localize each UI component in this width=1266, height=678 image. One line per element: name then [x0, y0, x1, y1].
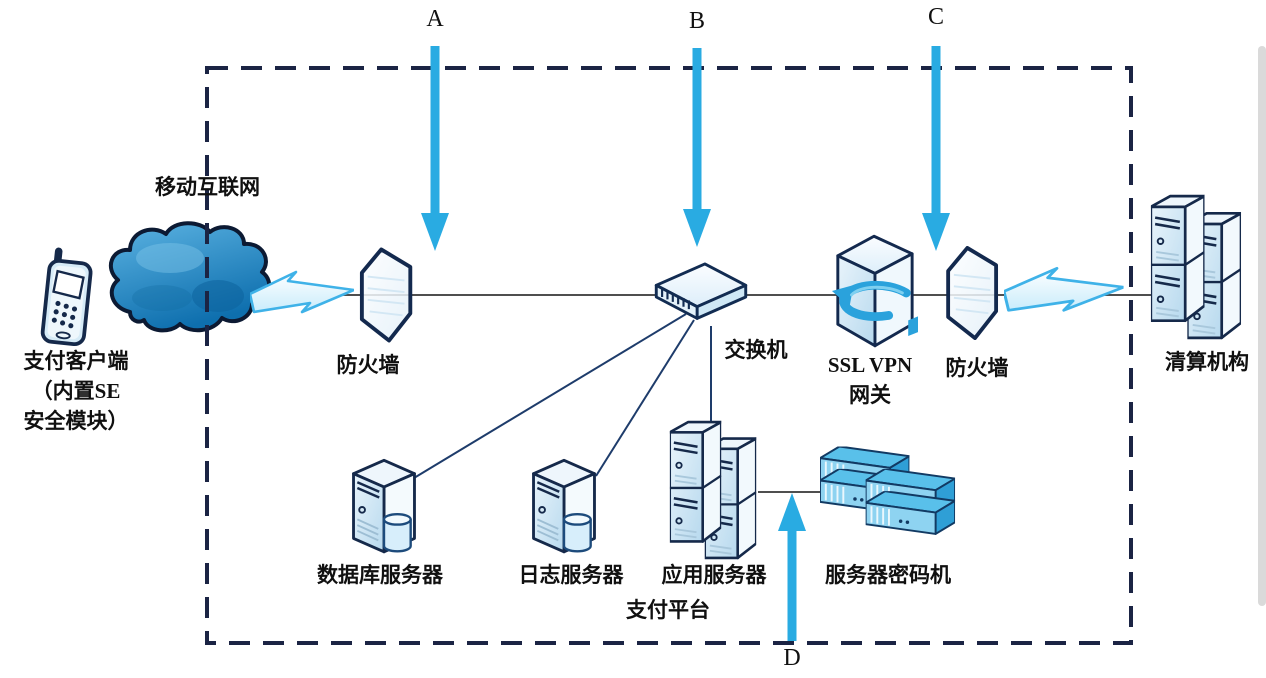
- marker-c: C: [927, 4, 944, 30]
- firewall-left-icon: [358, 247, 420, 343]
- cloud-icon: [108, 221, 272, 333]
- firewall-right-label: 防火墙: [945, 356, 1009, 380]
- application-server-icon: [668, 420, 760, 560]
- right-edge-strip: [1258, 46, 1266, 606]
- marker-a: A: [426, 6, 444, 32]
- log-server-label: 日志服务器: [518, 563, 624, 587]
- clearing-house-label: 清算机构: [1165, 350, 1249, 374]
- ssl-vpn-gateway-icon: [830, 230, 918, 352]
- database-server-icon: [344, 456, 424, 558]
- flow-arrow-a: [421, 46, 449, 251]
- ssl-vpn-gateway-label: SSL VPN 网关: [827, 353, 913, 407]
- switch-label: 交换机: [724, 338, 788, 362]
- cipher-machine-icon: [820, 442, 956, 552]
- clearing-house-servers-icon: [1150, 194, 1244, 340]
- flow-arrow-c: [922, 46, 950, 251]
- payment-platform-label: 支付平台: [626, 598, 710, 622]
- flow-arrow-d: [778, 493, 806, 641]
- switch-icon: [652, 262, 750, 332]
- marker-b: B: [688, 8, 705, 34]
- log-server-icon: [524, 456, 604, 558]
- flow-arrow-b: [683, 48, 711, 247]
- payment-client-label: 支付客户端 （内置SE 安全模块）: [23, 349, 129, 433]
- mobile-internet-label: 移动互联网: [155, 175, 260, 199]
- marker-d: D: [783, 645, 801, 671]
- database-server-label: 数据库服务器: [317, 563, 443, 587]
- application-server-label: 应用服务器: [661, 563, 767, 587]
- cipher-machine-label: 服务器密码机: [825, 563, 951, 587]
- flow-arrows: [421, 46, 950, 641]
- firewall-left-label: 防火墙: [336, 353, 400, 377]
- phone-icon: [38, 247, 100, 349]
- lightning-link-left: [250, 270, 354, 314]
- lightning-link-right: [1004, 266, 1124, 312]
- firewall-right-icon: [944, 246, 1006, 340]
- payment-platform-boundary: [205, 66, 1133, 645]
